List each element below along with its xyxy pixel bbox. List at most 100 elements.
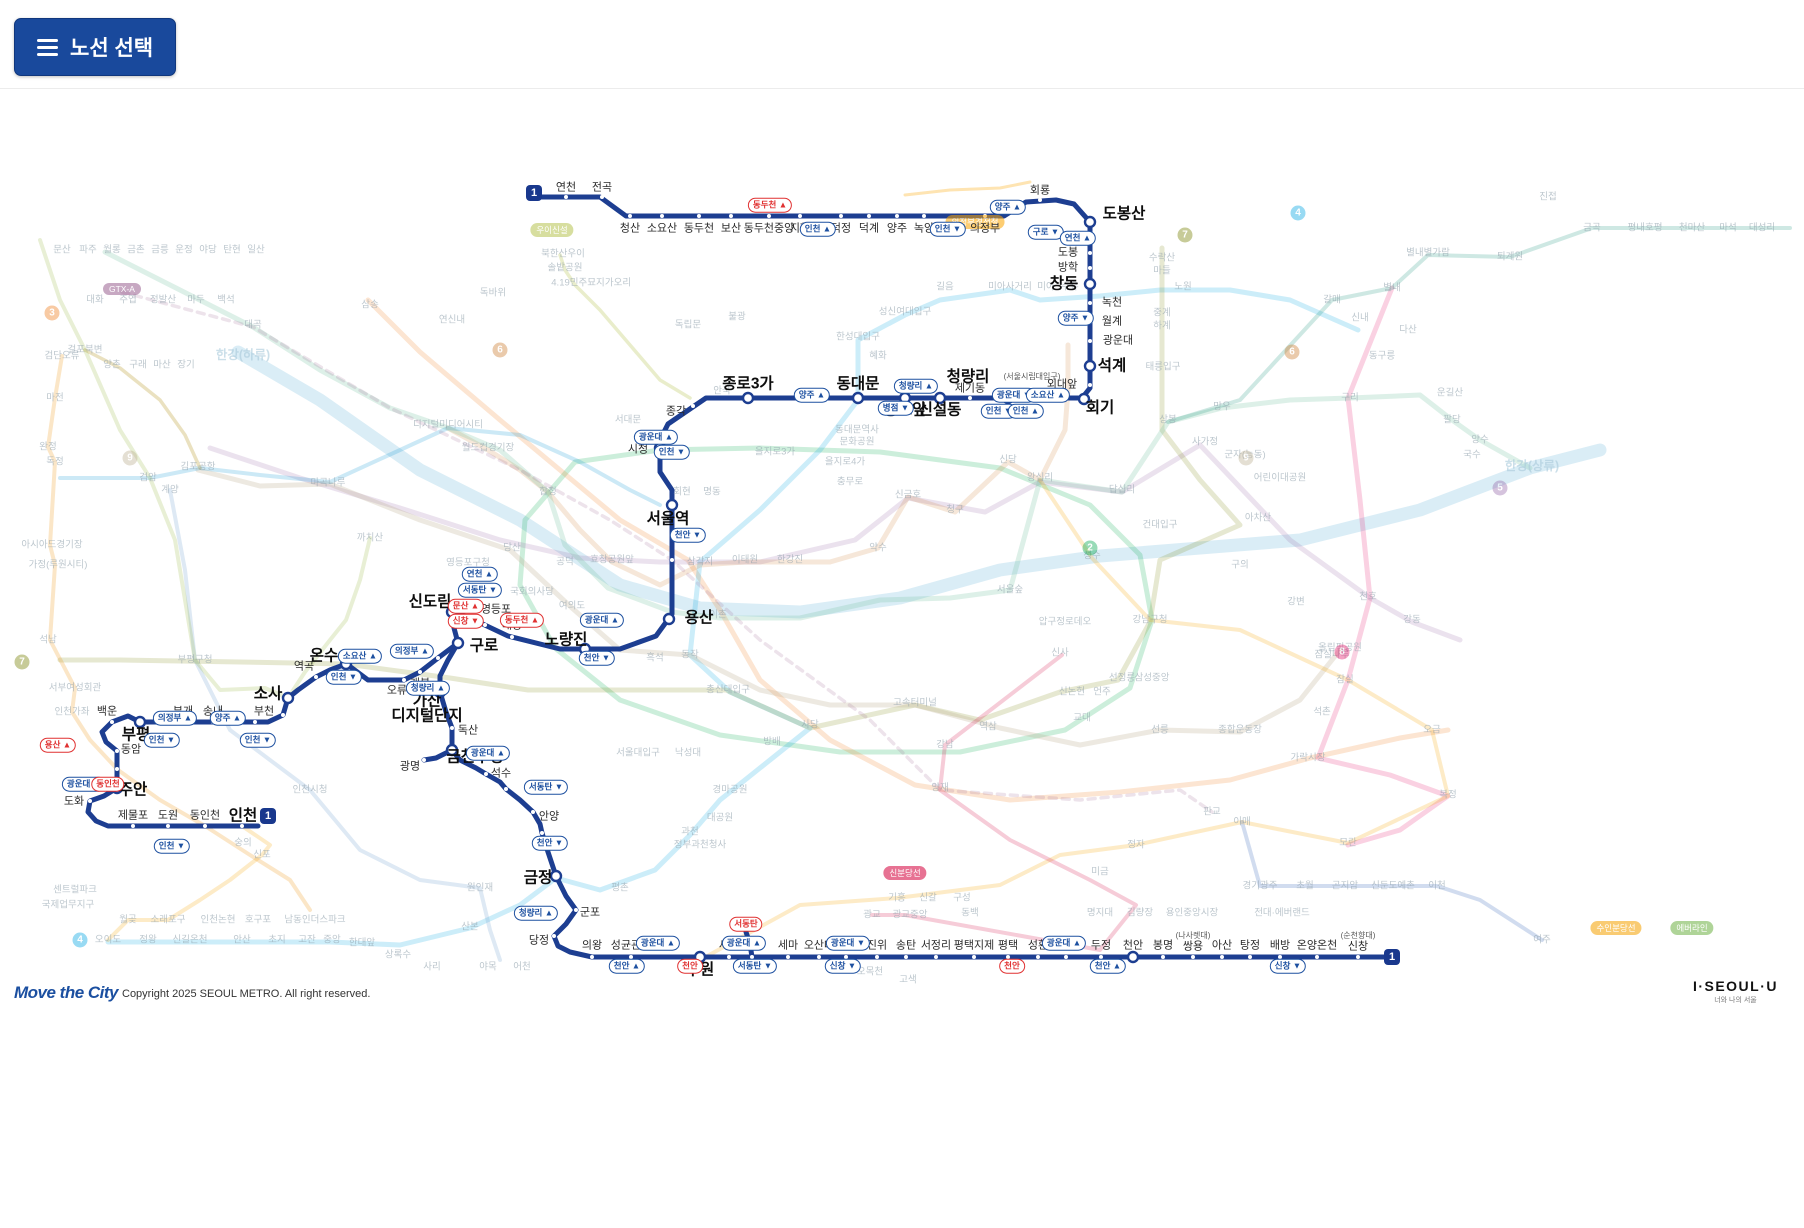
- station-marker[interactable]: [1088, 383, 1092, 387]
- station-label[interactable]: 창동: [1049, 275, 1079, 293]
- station-marker[interactable]: [281, 713, 285, 717]
- station-label[interactable]: 주안: [118, 781, 148, 799]
- transfer-station-marker[interactable]: [1126, 950, 1140, 964]
- station-marker[interactable]: [750, 955, 754, 959]
- station-marker[interactable]: [1099, 955, 1103, 959]
- station-label[interactable]: 진위: [866, 939, 888, 952]
- station-label[interactable]: 시청: [627, 443, 649, 456]
- station-label[interactable]: 광명: [399, 760, 421, 773]
- station-marker[interactable]: [1006, 955, 1010, 959]
- station-marker[interactable]: [660, 214, 664, 218]
- station-marker[interactable]: [628, 214, 632, 218]
- station-label[interactable]: (서울시립대입구): [1003, 372, 1061, 381]
- station-label[interactable]: 송탄: [895, 939, 917, 952]
- station-label[interactable]: 오산대: [803, 939, 835, 952]
- station-marker[interactable]: [1220, 955, 1224, 959]
- station-label[interactable]: 도봉: [1057, 246, 1079, 259]
- station-marker[interactable]: [729, 214, 733, 218]
- station-label[interactable]: 군포: [579, 906, 601, 919]
- station-marker[interactable]: [1356, 955, 1360, 959]
- station-marker[interactable]: [531, 810, 535, 814]
- station-label[interactable]: 녹천: [1101, 296, 1123, 309]
- transfer-station-marker[interactable]: [1083, 277, 1097, 291]
- station-marker[interactable]: [203, 824, 207, 828]
- transfer-station-marker[interactable]: [281, 691, 295, 705]
- transfer-station-marker[interactable]: [445, 743, 459, 757]
- station-marker[interactable]: [1191, 955, 1195, 959]
- station-marker[interactable]: [1088, 339, 1092, 343]
- station-marker[interactable]: [922, 214, 926, 218]
- station-marker[interactable]: [115, 767, 119, 771]
- station-label[interactable]: 쌍용: [1182, 940, 1204, 953]
- station-marker[interactable]: [564, 195, 568, 199]
- station-label[interactable]: 도원: [157, 809, 179, 822]
- station-marker[interactable]: [839, 214, 843, 218]
- station-marker[interactable]: [1038, 198, 1042, 202]
- station-marker[interactable]: [253, 720, 257, 724]
- station-label[interactable]: 노량진: [544, 631, 588, 649]
- station-label[interactable]: 역곡: [293, 660, 315, 673]
- station-marker[interactable]: [867, 214, 871, 218]
- station-label[interactable]: 신도림: [408, 593, 452, 611]
- station-marker[interactable]: [844, 955, 848, 959]
- station-label[interactable]: 영등포: [480, 603, 512, 616]
- station-marker[interactable]: [629, 955, 633, 959]
- station-label[interactable]: 온양온천: [1296, 939, 1338, 952]
- station-marker[interactable]: [817, 955, 821, 959]
- station-label[interactable]: 석계: [1097, 357, 1127, 375]
- station-label[interactable]: 동인천: [189, 809, 221, 822]
- station-marker[interactable]: [484, 772, 488, 776]
- transfer-station-marker[interactable]: [1083, 215, 1097, 229]
- station-label[interactable]: 월계: [1101, 315, 1123, 328]
- line-select-button[interactable]: 노선 선택: [14, 18, 177, 76]
- station-label[interactable]: 백운: [96, 705, 118, 718]
- station-label[interactable]: 동암: [120, 743, 142, 756]
- station-label[interactable]: 성균관대: [610, 939, 652, 952]
- station-label[interactable]: 디지털단지: [391, 707, 463, 725]
- station-marker[interactable]: [1036, 955, 1040, 959]
- station-marker[interactable]: [314, 675, 318, 679]
- station-label[interactable]: 보산: [720, 222, 742, 235]
- station-marker[interactable]: [450, 726, 454, 730]
- station-label[interactable]: 동대문: [836, 375, 880, 393]
- station-marker[interactable]: [904, 955, 908, 959]
- station-label[interactable]: 종로3가: [722, 375, 774, 393]
- station-marker[interactable]: [1315, 955, 1319, 959]
- transfer-station-marker[interactable]: [851, 391, 865, 405]
- station-label[interactable]: 신설동: [918, 401, 962, 419]
- station-marker[interactable]: [972, 955, 976, 959]
- transfer-station-marker[interactable]: [1077, 392, 1091, 406]
- station-label[interactable]: (순천향대): [1340, 931, 1376, 940]
- station-label[interactable]: 동두천: [683, 222, 715, 235]
- station-marker[interactable]: [510, 635, 514, 639]
- station-label[interactable]: 회룡: [1029, 184, 1051, 197]
- station-marker[interactable]: [540, 831, 544, 835]
- station-marker[interactable]: [1088, 266, 1092, 270]
- station-label[interactable]: 제기동: [954, 382, 986, 395]
- station-marker[interactable]: [552, 934, 556, 938]
- station-marker[interactable]: [1064, 955, 1068, 959]
- station-label[interactable]: 의정부: [969, 222, 1001, 235]
- station-label[interactable]: 독산: [457, 724, 479, 737]
- transfer-station-marker[interactable]: [662, 612, 676, 626]
- station-label[interactable]: 인천: [228, 807, 258, 825]
- station-label[interactable]: 덕계: [858, 222, 880, 235]
- station-marker[interactable]: [767, 214, 771, 218]
- station-label[interactable]: 제물포: [117, 809, 149, 822]
- station-label[interactable]: 당정: [528, 934, 550, 947]
- station-label[interactable]: (나사렛대): [1175, 931, 1211, 940]
- station-label[interactable]: 부천: [253, 705, 275, 718]
- station-marker[interactable]: [240, 824, 244, 828]
- station-label[interactable]: 천안: [1122, 939, 1144, 952]
- station-label[interactable]: 안양: [538, 810, 560, 823]
- station-label[interactable]: 녹양: [913, 222, 935, 235]
- station-label[interactable]: 방학: [1057, 261, 1079, 274]
- station-label[interactable]: 배방: [1269, 939, 1291, 952]
- station-marker[interactable]: [88, 799, 92, 803]
- station-label[interactable]: 외대앞: [1046, 378, 1078, 391]
- station-label[interactable]: 가산: [412, 692, 442, 710]
- station-marker[interactable]: [402, 678, 406, 682]
- station-marker[interactable]: [418, 670, 422, 674]
- station-label[interactable]: 연천: [555, 181, 577, 194]
- station-label[interactable]: 도화: [63, 795, 85, 808]
